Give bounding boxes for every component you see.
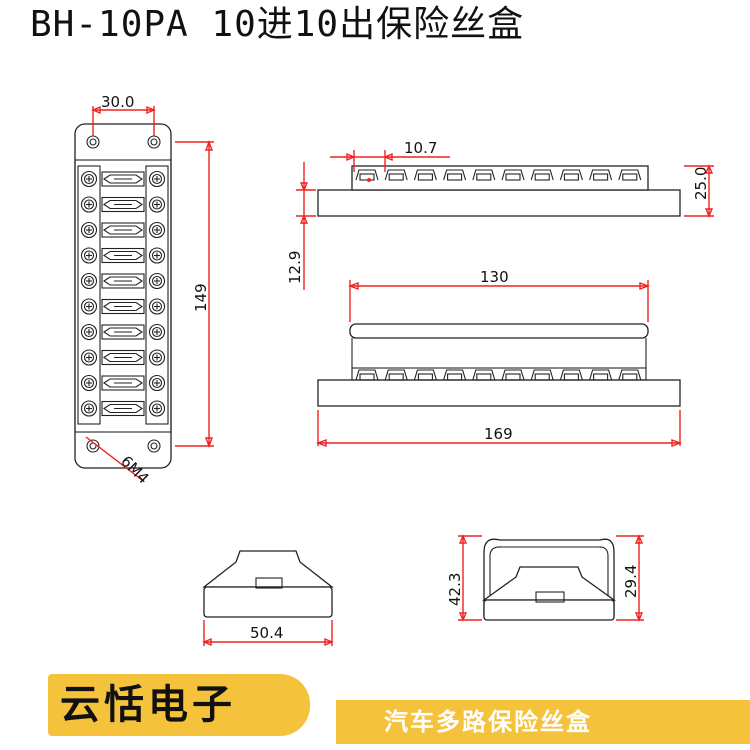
end-view-cover [481, 538, 617, 621]
dim-label-42-3: 42.3 [446, 573, 464, 606]
side-view [317, 165, 681, 217]
fuse-row [80, 196, 166, 213]
dim-top-width: 30.0 [91, 93, 156, 136]
dim-label-29-4: 29.4 [622, 565, 640, 598]
dim-height-25: 25.0 [684, 164, 714, 218]
fuse-row [80, 323, 166, 341]
terminal-slot [384, 169, 408, 181]
terminal-slot [413, 369, 437, 381]
dim-label-169: 169 [484, 425, 513, 443]
product-name: 汽车多路保险丝盒 [384, 708, 592, 736]
side-terminals [355, 169, 642, 181]
dim-cover-130: 130 [348, 268, 650, 322]
terminal-slot [618, 369, 642, 381]
terminal-slot [472, 369, 496, 381]
fuse-row [80, 272, 166, 290]
fuse-row [80, 221, 166, 239]
dim-base-12-9: 12.9 [286, 162, 316, 290]
terminal-slot [589, 369, 613, 381]
dim-end-50-4: 50.4 [202, 620, 334, 647]
terminal-slot [559, 169, 583, 181]
page-title: BH-10PA 10进10出保险丝盒 [30, 4, 525, 45]
terminal-slot [501, 169, 525, 181]
fuse-row [80, 374, 166, 392]
terminal-slot [384, 369, 408, 381]
dim-label-30: 30.0 [101, 93, 134, 111]
terminal-slot [355, 369, 379, 381]
terminal-slot [501, 369, 525, 381]
brand-badge [48, 674, 310, 736]
fuse-row [80, 247, 166, 264]
dim-label-50-4: 50.4 [250, 624, 283, 642]
fuse-row [80, 170, 166, 188]
dim-end-42-3: 42.3 [446, 534, 482, 622]
terminal-slot [443, 369, 467, 381]
top-view [74, 123, 172, 469]
fuse-row [80, 298, 166, 315]
dim-label-12-9: 12.9 [286, 251, 304, 284]
brand-name: 云恬电子 [60, 682, 236, 728]
mounting-holes [86, 135, 161, 453]
dim-label-10-7: 10.7 [404, 139, 437, 157]
front-terminals [355, 369, 642, 381]
terminal-slot [559, 369, 583, 381]
terminal-slot [618, 169, 642, 181]
fuse-row [80, 400, 166, 417]
front-view [317, 323, 681, 407]
dim-label-130: 130 [480, 268, 509, 286]
terminal-slot [530, 369, 554, 381]
fuse-row [80, 349, 166, 366]
dim-label-149: 149 [192, 283, 210, 312]
dim-overall-169: 169 [316, 410, 682, 448]
dim-label-25: 25.0 [692, 167, 710, 200]
technical-drawing: 30.0 149 6M4 10.7 25.0 12.9 [74, 93, 714, 647]
dim-pitch: 10.7 [330, 139, 450, 172]
terminal-slot [443, 169, 467, 181]
fuse-rows [80, 170, 166, 417]
product-bar [336, 700, 750, 744]
end-view-base [202, 550, 334, 618]
dim-end-29-4: 29.4 [616, 534, 644, 622]
terminal-slot [472, 169, 496, 181]
terminal-slot [589, 169, 613, 181]
terminal-slot [530, 169, 554, 181]
dim-height-149: 149 [175, 140, 214, 448]
terminal-slot [413, 169, 437, 181]
